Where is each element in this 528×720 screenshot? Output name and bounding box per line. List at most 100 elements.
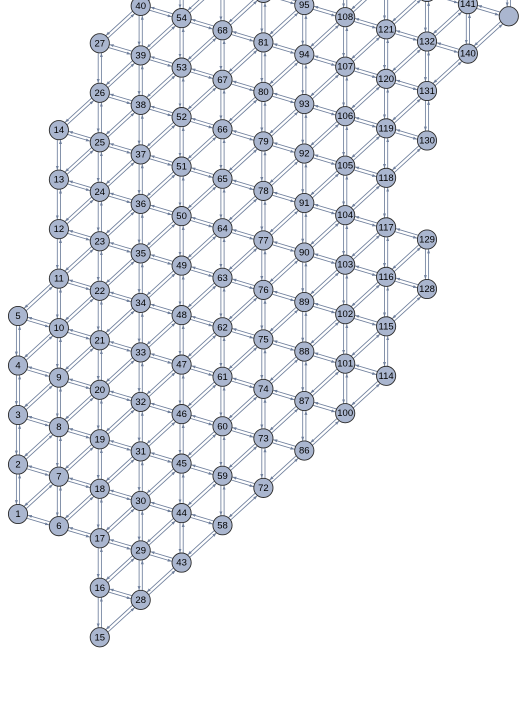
edge-34-to-48	[149, 306, 173, 315]
node-label: 25	[95, 137, 106, 148]
edge-88-to-74	[269, 356, 297, 382]
edge-50-to-36	[150, 204, 173, 213]
node-label: 121	[378, 24, 394, 35]
node-circle	[253, 230, 274, 251]
node-label: 108	[337, 12, 353, 23]
node-87: 87	[294, 390, 315, 412]
edge-121-to-132	[394, 33, 418, 41]
node-label: 63	[217, 273, 228, 284]
edge-75-to-89	[271, 309, 299, 335]
node-circle	[253, 329, 274, 350]
edge-14-to-26	[66, 100, 95, 126]
edge-18-to-30	[108, 492, 132, 501]
node-circle	[212, 218, 233, 239]
edge-34-to-49	[148, 272, 176, 298]
node-label: 22	[95, 286, 106, 297]
node-circle	[212, 317, 233, 338]
node-label: 52	[176, 112, 187, 123]
edge-92-to-79	[272, 142, 296, 150]
node-circle	[416, 229, 438, 250]
node-circle	[7, 355, 29, 376]
node-label: 75	[258, 334, 269, 345]
edge-101-to-115	[353, 333, 381, 359]
node-circle	[376, 19, 397, 40]
edge-60-to-46	[191, 414, 214, 423]
edge-38-to-53	[148, 74, 176, 100]
edge-23-to-11	[64, 246, 92, 272]
edge-82-to-68	[228, 0, 254, 23]
node-circle	[48, 169, 69, 190]
node-104: 104	[335, 205, 356, 226]
node-circle	[416, 278, 438, 300]
edge-58-to-44	[191, 513, 214, 522]
edge-92-to-78	[269, 158, 297, 184]
edge-9-to-20	[67, 381, 91, 390]
node-circle	[89, 478, 110, 499]
edge-62-to-75	[231, 331, 254, 339]
edge-38-to-25	[105, 109, 133, 135]
node-label: 117	[379, 222, 394, 233]
edge-50-to-64	[190, 219, 213, 228]
node-circle	[335, 205, 356, 226]
node-label: 24	[95, 187, 106, 198]
node-label: 10	[54, 323, 65, 334]
node-label: 58	[217, 520, 228, 531]
edge-9-to-4	[27, 366, 51, 374]
edge-6-to-1	[27, 514, 51, 523]
edge-53-to-67	[190, 71, 213, 79]
node-92: 92	[294, 143, 315, 164]
node-19: 19	[89, 429, 110, 450]
edge-132-to-140	[435, 45, 459, 53]
node-130: 130	[416, 130, 438, 151]
node-circle	[294, 94, 315, 115]
edge-25-to-14	[68, 130, 92, 139]
node-23: 23	[89, 231, 110, 252]
edge-37-to-24	[105, 159, 133, 185]
node-circle	[171, 503, 192, 524]
edge-31-to-19	[109, 440, 133, 448]
edge-48-to-33	[146, 320, 174, 346]
edge-layer	[14, 0, 511, 633]
node-circle	[256, 0, 271, 3]
node-label: 119	[379, 123, 394, 134]
edge-48-to-34	[150, 303, 173, 312]
node-label: 53	[176, 63, 187, 74]
edge-31-to-18	[105, 456, 133, 482]
node-39: 39	[130, 45, 151, 66]
edge-79-to-66	[232, 130, 255, 138]
node-circle	[294, 44, 315, 65]
node-circle	[89, 330, 110, 351]
node-circle	[212, 465, 233, 486]
node-circle	[253, 279, 274, 300]
node-circle	[376, 167, 397, 188]
node-circle	[376, 316, 397, 337]
edge-102-to-115	[353, 318, 377, 326]
edge-80-to-66	[228, 96, 256, 122]
node-61: 61	[212, 366, 233, 387]
edge-36-to-23	[105, 208, 133, 234]
edge-73-to-59	[228, 443, 256, 469]
node-circle	[335, 304, 356, 325]
node-label: 31	[135, 446, 146, 457]
edge-64-to-78	[230, 198, 258, 224]
node-circle	[212, 366, 233, 387]
node-circle	[130, 342, 151, 363]
node-label: 14	[54, 125, 65, 136]
edge-45-to-60	[189, 433, 217, 459]
node-label: 62	[217, 322, 228, 333]
edge-54-to-69	[189, 0, 205, 14]
edge-undefined-to-140	[473, 21, 501, 47]
node-circle	[212, 69, 233, 90]
node-circle	[335, 56, 356, 77]
node-27: 27	[89, 33, 110, 54]
edge-44-to-30	[150, 501, 173, 510]
node-circle	[294, 440, 315, 461]
node-circle	[498, 6, 519, 27]
node-106: 106	[335, 106, 356, 127]
edge-78-to-92	[271, 160, 299, 186]
edge-74-to-61	[232, 377, 255, 386]
edge-102-to-89	[313, 302, 337, 311]
node-circle	[335, 155, 356, 176]
edge-25-to-38	[107, 112, 135, 138]
edge-76-to-90	[271, 259, 299, 285]
